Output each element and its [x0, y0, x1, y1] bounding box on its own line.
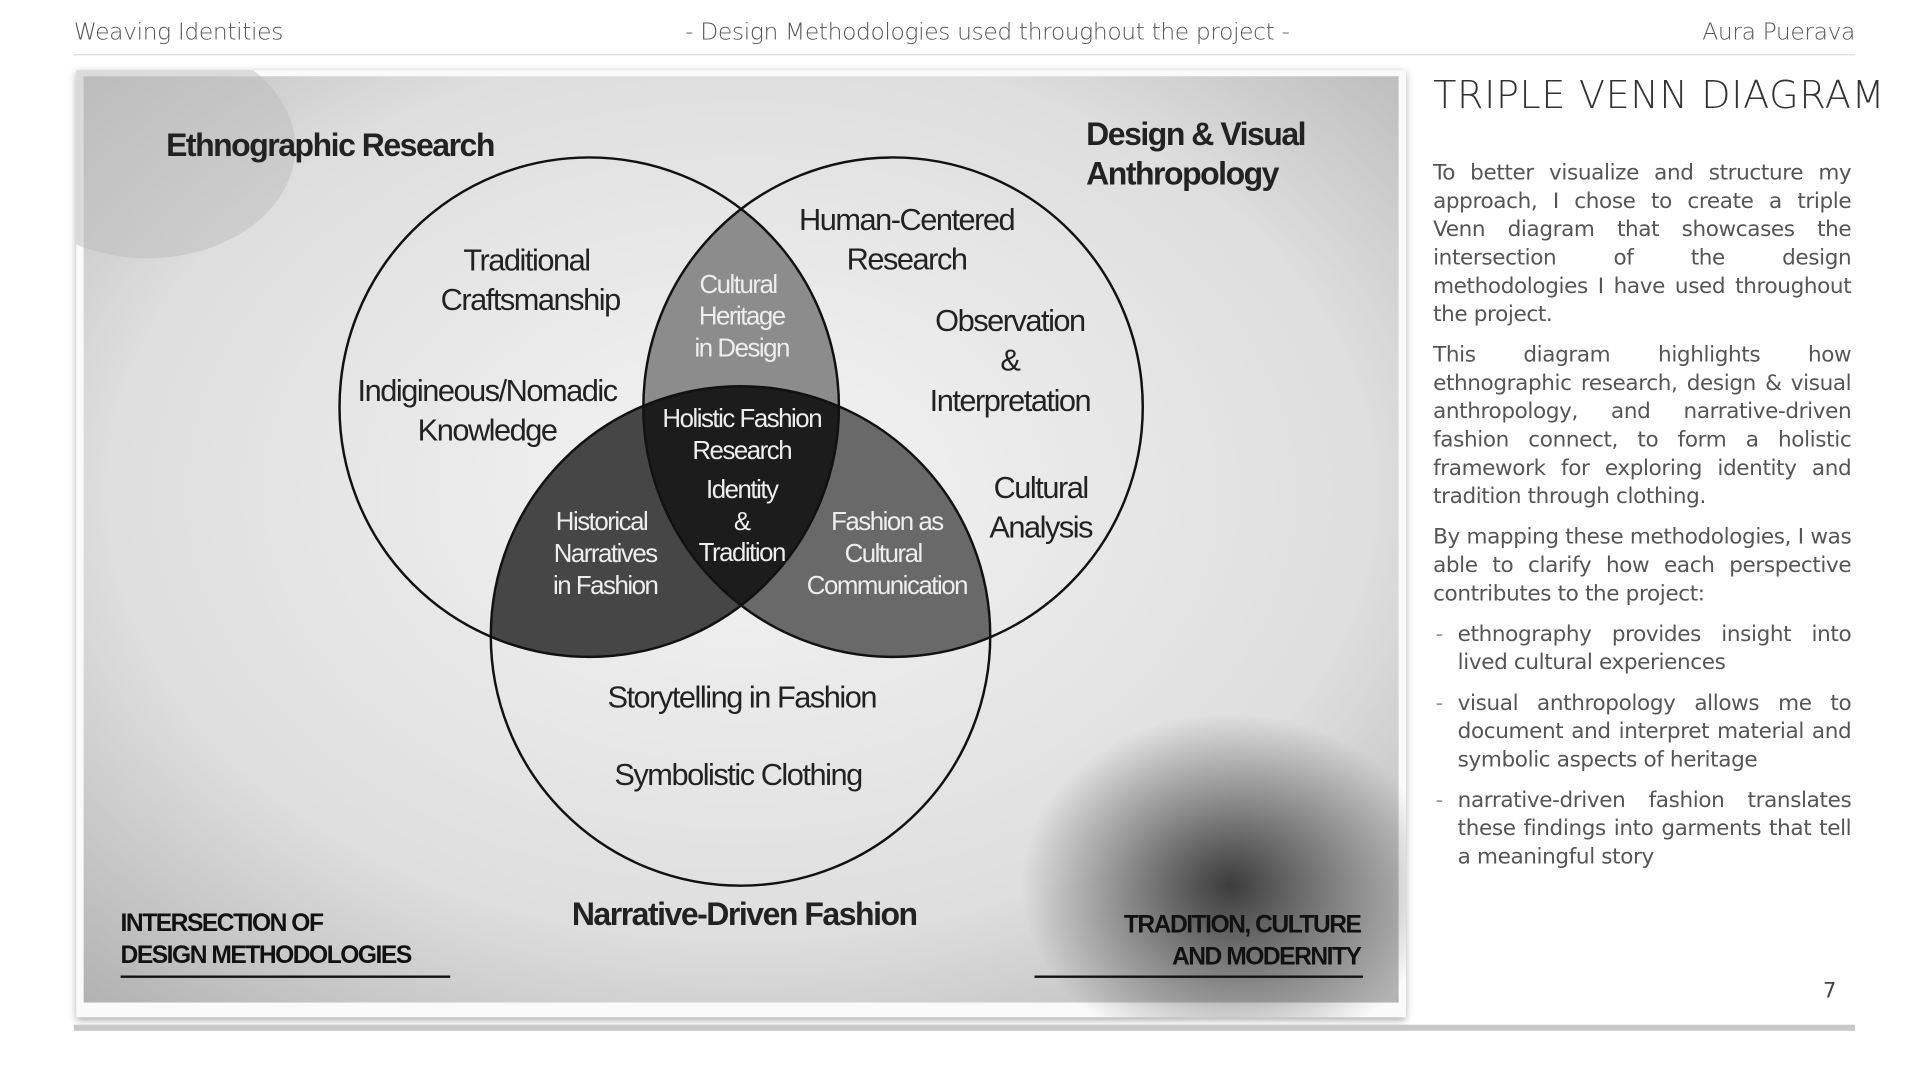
- corner-right-1: TRADITION, CULTURE: [1124, 911, 1362, 938]
- bullet-item: ethnography provides insight into lived …: [1433, 621, 1852, 678]
- item-human-centered: Human-Centered: [799, 202, 1015, 237]
- background-shadow: [1020, 713, 1440, 1058]
- header-divider: [73, 54, 1855, 56]
- ethno-narrative-1: Historical: [556, 508, 648, 536]
- item-traditional: Traditional: [463, 243, 589, 278]
- center-4: &: [734, 508, 751, 536]
- description: To better visualize and structure my app…: [1433, 160, 1852, 885]
- page-number: 7: [1823, 979, 1837, 1004]
- item-storytelling: Storytelling in Fashion: [607, 679, 876, 714]
- venn-diagram-image: Ethnographic Research Design & Visual An…: [0, 36, 1440, 1058]
- item-analysis: Analysis: [989, 510, 1093, 545]
- item-observation: Observation: [935, 303, 1085, 338]
- item-symbolistic: Symbolistic Clothing: [614, 757, 862, 792]
- section-title: TRIPLE VENN DIAGRAM: [1433, 73, 1886, 119]
- label-narrative: Narrative-Driven Fashion: [572, 896, 917, 932]
- item-research: Research: [847, 241, 967, 276]
- center-3: Identity: [706, 476, 779, 504]
- design-narrative-2: Cultural: [845, 540, 923, 568]
- corner-right-2: AND MODERNITY: [1172, 943, 1362, 970]
- label-design-1: Design & Visual: [1086, 116, 1305, 152]
- ethno-design-3: in Design: [695, 335, 790, 363]
- center-2: Research: [692, 437, 791, 465]
- ethno-narrative-3: in Fashion: [553, 572, 658, 600]
- label-ethnographic: Ethnographic Research: [166, 127, 494, 163]
- item-indigenous: Indigineous/Nomadic: [358, 373, 618, 408]
- ethno-narrative-2: Narratives: [554, 540, 657, 568]
- item-cultural: Cultural: [994, 470, 1088, 505]
- label-design-2: Anthropology: [1086, 156, 1280, 192]
- item-craftsmanship: Craftsmanship: [441, 282, 620, 317]
- paragraph: By mapping these methodologies, I was ab…: [1433, 525, 1852, 607]
- footer-bar: [73, 1024, 1855, 1031]
- header-section-title: - Design Methodologies used throughout t…: [685, 18, 1290, 46]
- ethno-design-2: Heritage: [699, 303, 786, 331]
- corner-left-1: INTERSECTION OF: [121, 910, 324, 937]
- item-interpretation: Interpretation: [930, 383, 1091, 418]
- circle-narrative: [489, 385, 992, 887]
- center-5: Tradition: [699, 539, 785, 567]
- bullet-list: ethnography provides insight into lived …: [1433, 621, 1852, 872]
- design-narrative-1: Fashion as: [831, 508, 943, 536]
- bullet-item: narrative-driven fashion translates thes…: [1433, 787, 1852, 872]
- paragraph: This diagram highlights how ethnographic…: [1433, 343, 1852, 510]
- item-ampersand: &: [1000, 342, 1021, 377]
- header-author: Aura Puerava: [1702, 18, 1855, 46]
- header-project-title: Weaving Identities: [73, 18, 284, 46]
- paragraph: To better visualize and structure my app…: [1433, 161, 1852, 328]
- venn-diagram: Ethnographic Research Design & Visual An…: [0, 36, 1440, 1058]
- design-narrative-3: Communication: [807, 572, 967, 600]
- item-knowledge: Knowledge: [418, 412, 557, 447]
- center-1: Holistic Fashion: [662, 405, 821, 433]
- ethno-design-1: Cultural: [699, 271, 777, 299]
- bullet-item: visual anthropology allows me to documen…: [1433, 690, 1852, 775]
- corner-left-2: DESIGN METHODOLOGIES: [121, 942, 412, 969]
